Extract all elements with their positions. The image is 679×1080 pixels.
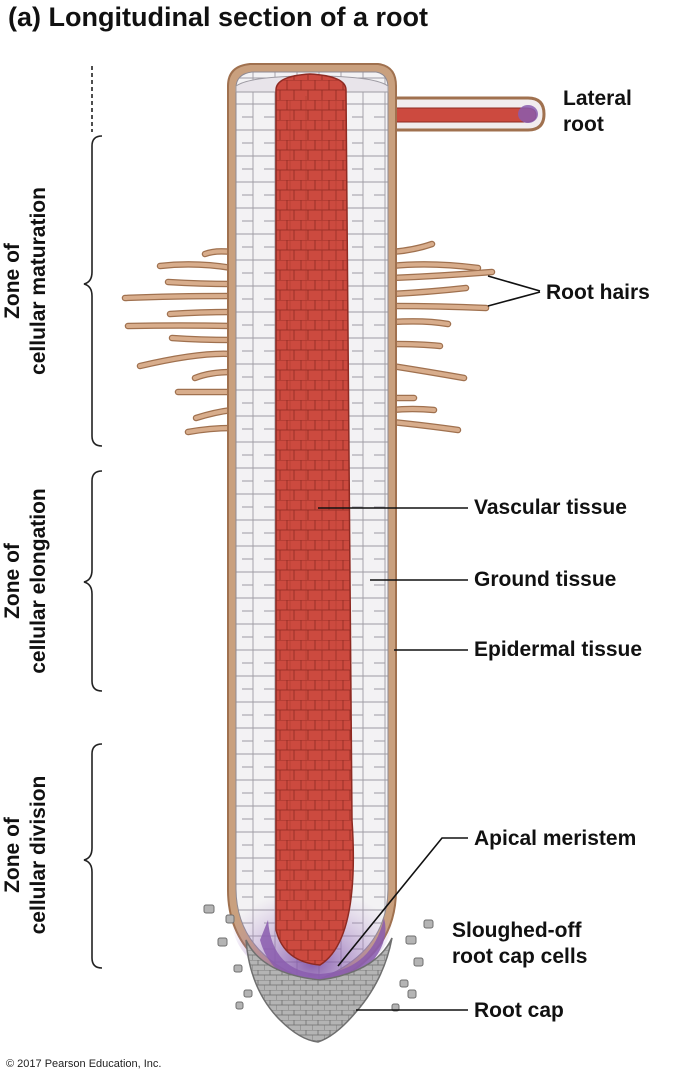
figure-letter: (a) — [8, 2, 41, 32]
lateral-root-line2: root — [563, 113, 604, 136]
apical-meristem — [260, 918, 386, 985]
zone-maturation-line2: cellular maturation — [27, 187, 50, 375]
lateral-root-line1: Lateral — [563, 87, 632, 110]
maturation-bracket — [83, 135, 103, 447]
elongation-bracket — [83, 470, 103, 692]
root-cap — [245, 937, 393, 1043]
zone-maturation-line1: Zone of — [1, 243, 24, 319]
root-hairs-leader-1 — [487, 275, 541, 292]
lateral-root-label: Lateral root — [563, 86, 632, 138]
sloughed-off-line1: Sloughed-off — [452, 919, 582, 942]
figure-title: (a) Longitudinal section of a root — [8, 2, 428, 33]
figure-title-text: Longitudinal section of a root — [48, 2, 428, 32]
zone-division-line1: Zone of — [1, 817, 24, 893]
zone-division-label: Zone of cellular division — [0, 725, 56, 985]
zone-elongation-line1: Zone of — [1, 543, 24, 619]
vascular-tissue-label: Vascular tissue — [474, 496, 627, 519]
epidermal-tissue-label: Epidermal tissue — [474, 638, 643, 661]
zone-brackets — [83, 66, 103, 969]
sloughed-off-label: Sloughed-off root cap cells — [452, 918, 587, 970]
meristem-leader — [337, 837, 468, 967]
zone-elongation-label: Zone of cellular elongation — [0, 451, 56, 711]
sloughed-cells — [203, 904, 434, 1012]
root-hairs-leader-2 — [487, 291, 541, 307]
root-cap-label: Root cap — [474, 999, 564, 1022]
zone-division-line2: cellular division — [27, 775, 50, 935]
sloughed-off-line2: root cap cells — [452, 945, 588, 968]
zone-elongation-line2: cellular elongation — [27, 488, 50, 674]
ground-tissue-label: Ground tissue — [474, 568, 617, 591]
copyright-notice: © 2017 Pearson Education, Inc. — [6, 1058, 162, 1070]
root-hairs-right-fill — [390, 242, 494, 432]
vascular-tissue — [275, 73, 355, 966]
apical-meristem-label: Apical meristem — [474, 827, 637, 850]
zone-maturation-label: Zone of cellular maturation — [0, 151, 56, 411]
root-hairs-label: Root hairs — [546, 281, 650, 304]
leader-lines — [318, 275, 541, 1011]
division-bracket — [83, 743, 103, 969]
